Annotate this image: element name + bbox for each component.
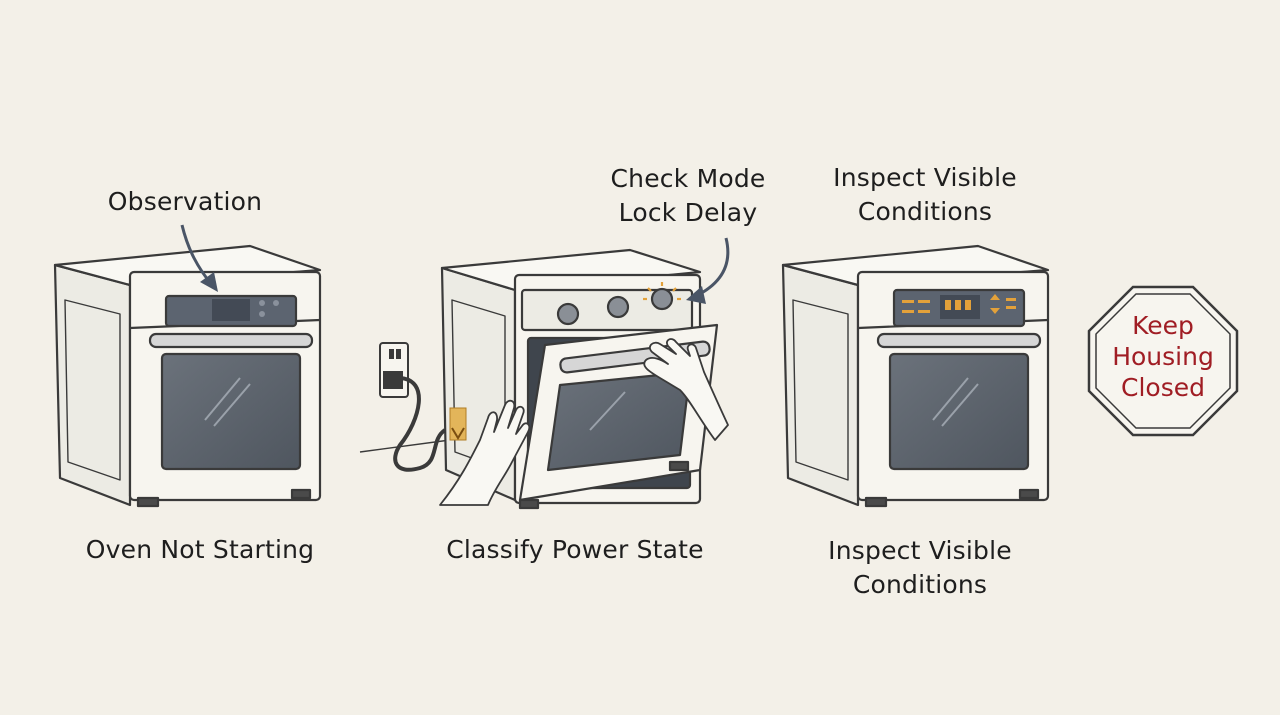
label-classify-power-state: Classify Power State [446, 535, 704, 564]
wall-outlet [379, 342, 447, 472]
label-line: Conditions [852, 570, 988, 599]
label-line: Inspect Visible [828, 536, 1012, 565]
stop-line: Housing [1112, 342, 1214, 371]
label-oven-not-starting: Oven Not Starting [85, 535, 315, 564]
stop-line: Closed [1121, 373, 1205, 402]
stop-line: Keep [1132, 311, 1194, 340]
label-line: Conditions [857, 197, 993, 226]
floor-line [359, 439, 451, 453]
stop-sign-text: Keep Housing Closed [1095, 310, 1231, 403]
label-observation: Observation [107, 187, 263, 216]
arrow-observation [180, 224, 218, 292]
label-line: Inspect Visible [833, 163, 1017, 192]
label-line: Lock Delay [618, 198, 758, 227]
label-inspect-visible-top: Inspect Visible Conditions [820, 161, 1030, 229]
arrow-mode-lock [686, 237, 730, 304]
label-check-mode-lock-delay: Check Mode Lock Delay [598, 162, 778, 230]
hand-right [643, 338, 729, 441]
label-inspect-visible-bottom: Inspect Visible Conditions [815, 534, 1025, 602]
stop-sign [1087, 285, 1239, 437]
warning-arrow-icon [449, 407, 467, 441]
label-line: Check Mode [610, 164, 766, 193]
oven-1 [53, 244, 322, 508]
oven-3 [781, 244, 1050, 508]
hand-left [439, 399, 531, 506]
